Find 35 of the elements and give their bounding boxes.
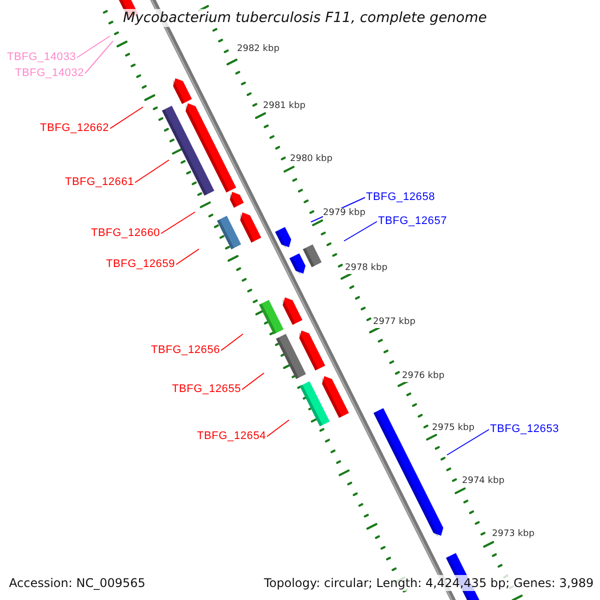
position-label: 2974 kbp bbox=[462, 476, 504, 487]
leader-line bbox=[134, 160, 170, 183]
leader-line bbox=[76, 36, 110, 58]
position-label: 2981 kbp bbox=[263, 101, 306, 112]
gene-label: TBFG_12660 bbox=[91, 227, 160, 240]
leader-line bbox=[110, 106, 144, 129]
gene-label: TBFG_12662 bbox=[40, 122, 110, 135]
leader-line bbox=[266, 420, 290, 437]
position-label: 2975 kbp bbox=[432, 423, 474, 434]
leader-line bbox=[176, 248, 200, 265]
leader-line bbox=[242, 372, 264, 390]
gene-label: TBFG_12656 bbox=[151, 344, 220, 357]
gene-label: TBFG_12654 bbox=[197, 430, 266, 443]
position-label: 2980 kbp bbox=[290, 154, 332, 165]
position-label: 2976 kbp bbox=[402, 371, 444, 382]
gene-label: TBFG_12657 bbox=[378, 215, 448, 228]
gene-label: TBFG_14033 bbox=[7, 51, 76, 64]
gene-label: TBFG_14032 bbox=[15, 67, 84, 80]
gene-label: TBFG_12661 bbox=[65, 176, 134, 189]
genome-info-text: Topology: circular; Length: 4,424,435 bp; Genes: 3,989 bbox=[262, 575, 596, 591]
gene-label: TBFG_12655 bbox=[172, 383, 242, 396]
position-label: 2973 kbp bbox=[492, 529, 534, 540]
position-label: 2977 kbp bbox=[373, 317, 416, 328]
position-label: 2982 kbp bbox=[237, 44, 280, 55]
gene-label: TBFG_12659 bbox=[106, 258, 176, 271]
leader-line bbox=[446, 429, 490, 456]
leader-line bbox=[160, 212, 196, 234]
position-label: 2979 kbp bbox=[323, 208, 366, 219]
gene-label: TBFG_12653 bbox=[490, 423, 560, 436]
position-label: 2978 kbp bbox=[345, 263, 388, 274]
genome-info-text: Accession: NC_009565 bbox=[7, 575, 148, 591]
leader-line bbox=[84, 40, 114, 74]
leader-line bbox=[220, 334, 244, 351]
gene-label: TBFG_12658 bbox=[366, 191, 436, 204]
leader-line bbox=[344, 221, 378, 242]
